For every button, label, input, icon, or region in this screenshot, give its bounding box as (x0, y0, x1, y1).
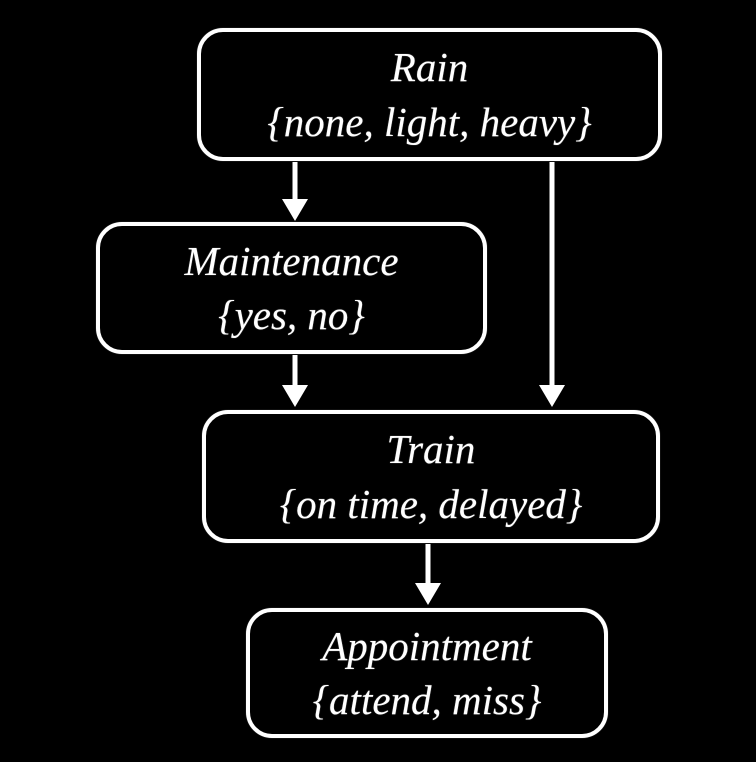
node-appointment-label: Appointment (322, 622, 532, 669)
node-train: Train {on time, delayed} (202, 410, 660, 543)
edge-train-to-appointment (415, 544, 441, 605)
node-rain: Rain {none, light, heavy} (197, 28, 662, 161)
arrowhead-icon (282, 385, 308, 407)
node-maintenance-label: Maintenance (184, 237, 399, 284)
node-train-values: {on time, delayed} (279, 480, 583, 527)
edge-rain-to-maintenance (282, 162, 308, 221)
node-appointment: Appointment {attend, miss} (246, 608, 608, 738)
node-train-label: Train (386, 426, 476, 473)
node-appointment-values: {attend, miss} (312, 677, 542, 723)
arrowhead-icon (415, 583, 441, 605)
arrowhead-icon (282, 199, 308, 221)
node-rain-values: {none, light, heavy} (267, 98, 592, 145)
node-rain-label: Rain (390, 44, 469, 91)
edge-rain-to-train (539, 162, 565, 407)
arrowhead-icon (539, 385, 565, 407)
node-maintenance-values: {yes, no} (218, 292, 365, 338)
edge-maintenance-to-train (282, 355, 308, 407)
node-maintenance: Maintenance {yes, no} (96, 222, 487, 354)
